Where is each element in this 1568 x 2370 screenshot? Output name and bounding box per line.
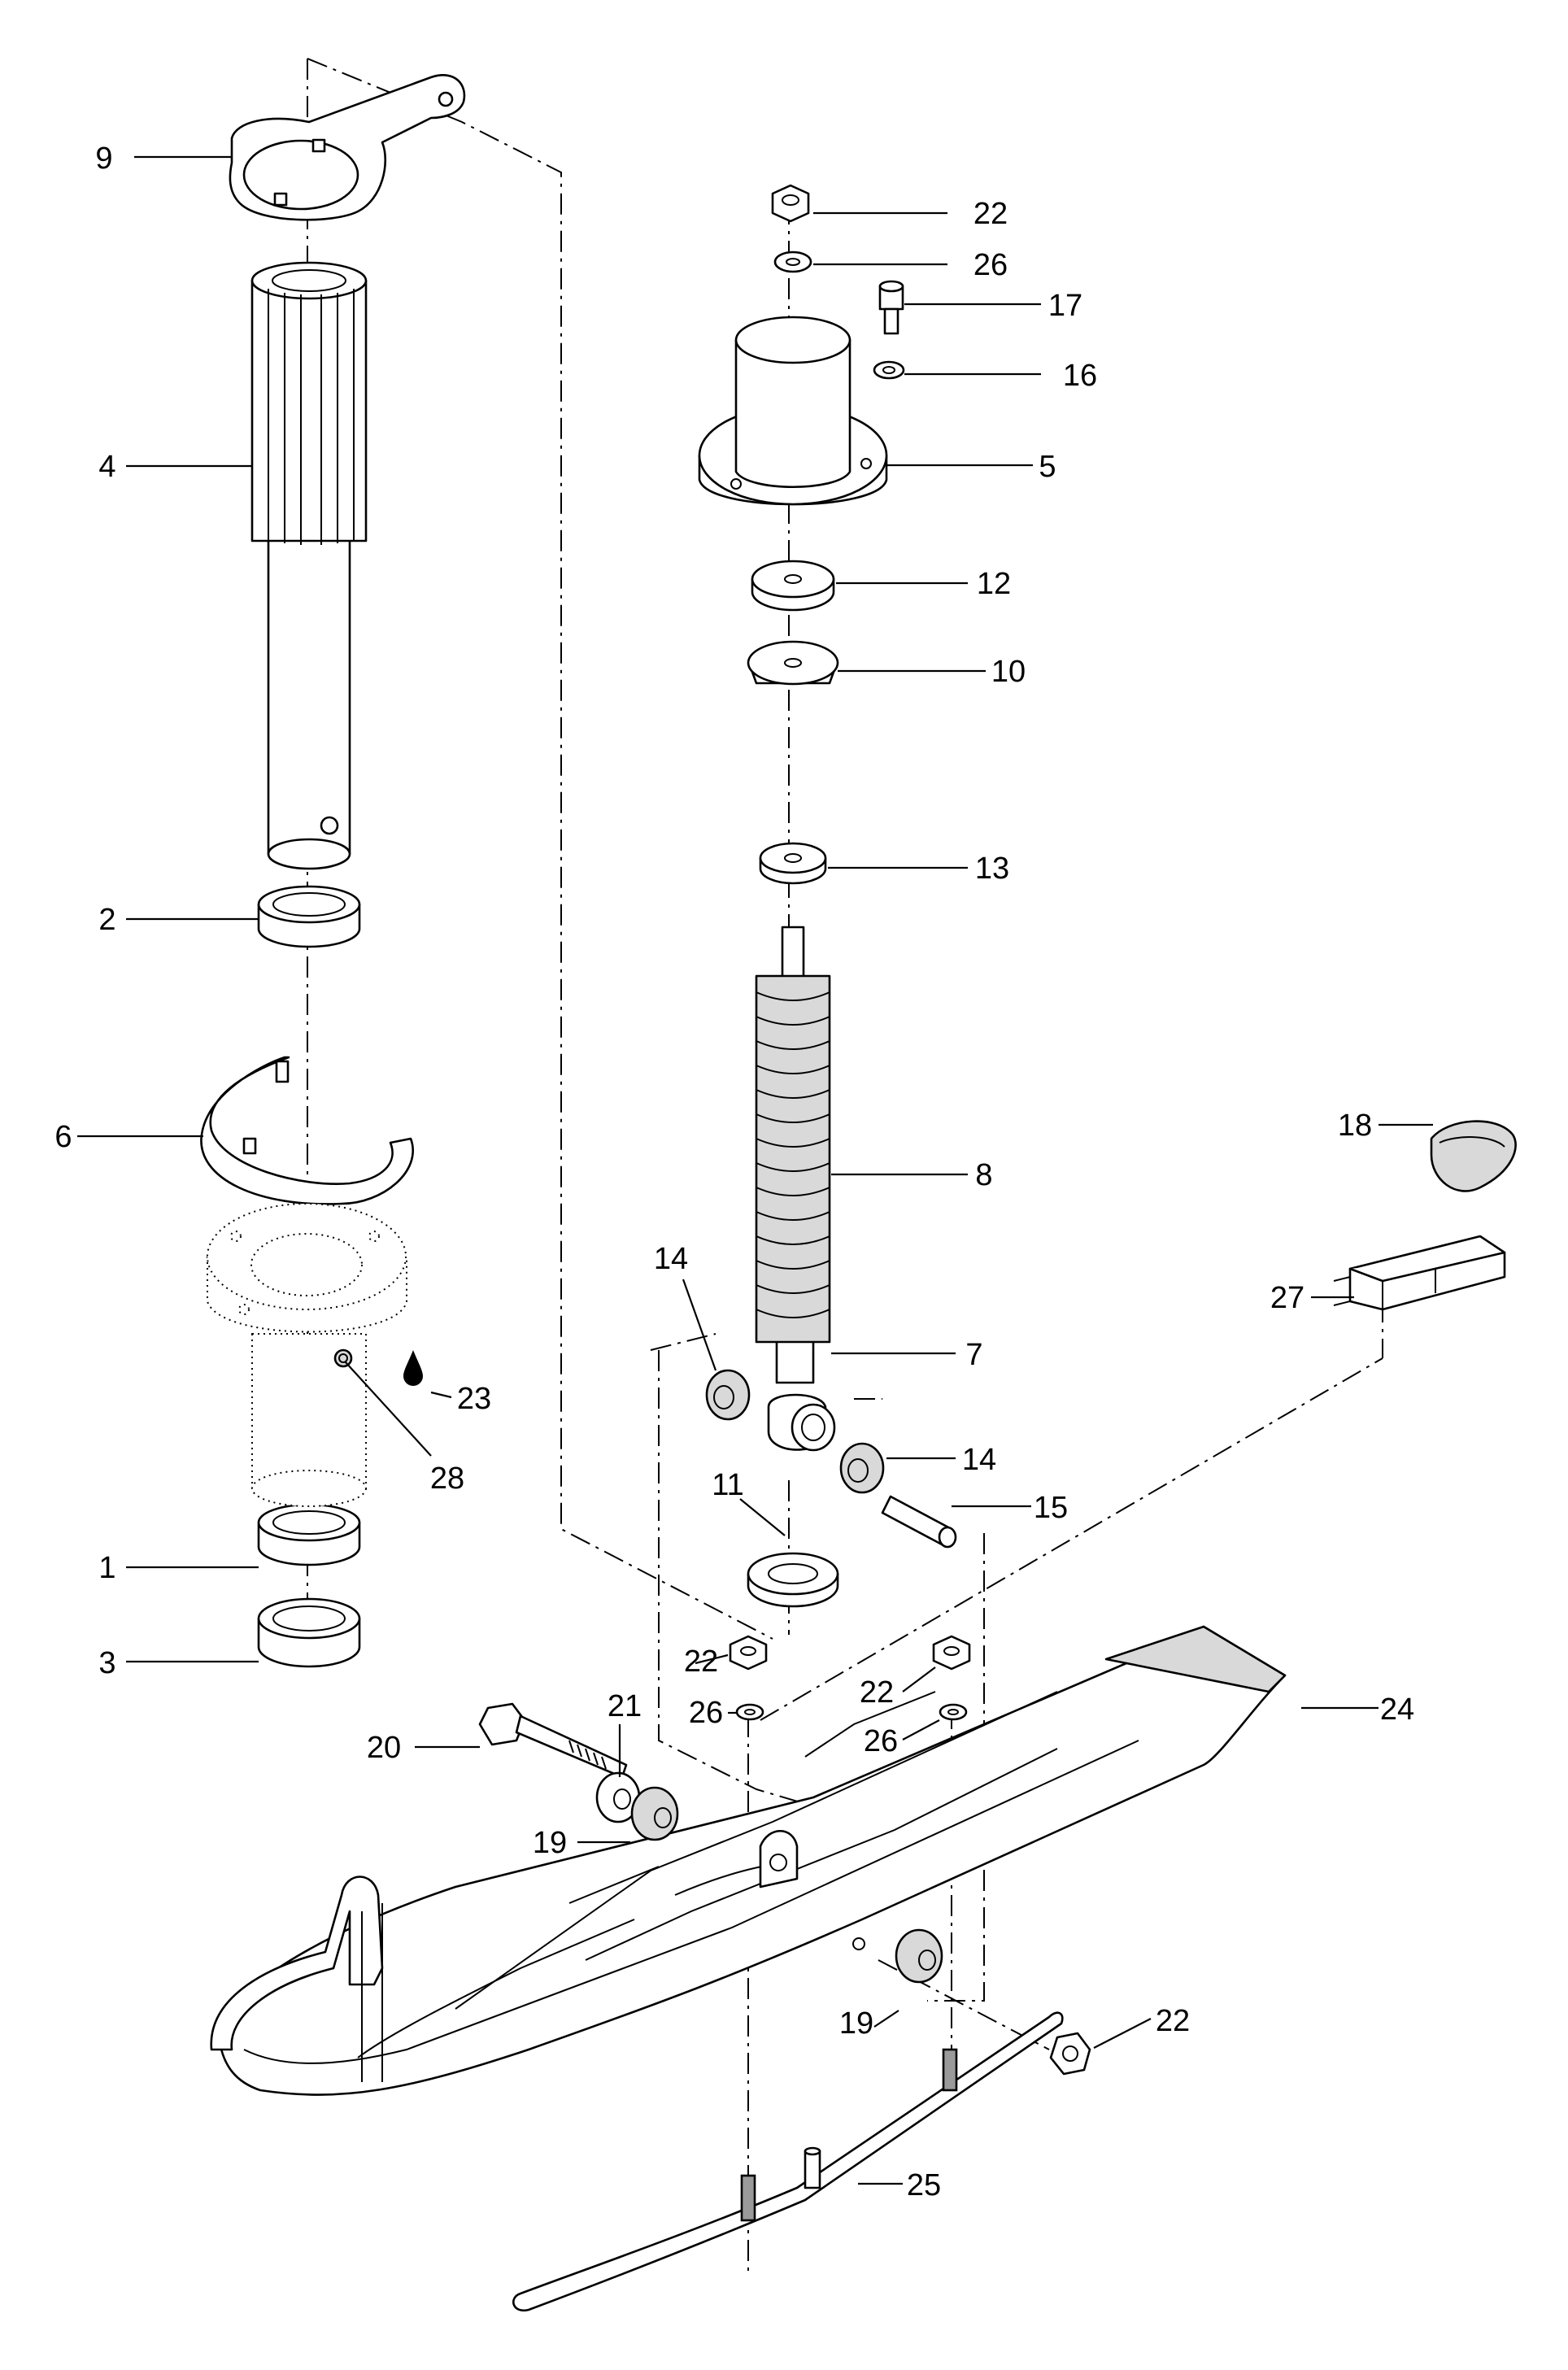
callout-4: 4 (98, 450, 115, 484)
callout-8: 8 (975, 1158, 992, 1192)
bushing-part-2 (257, 885, 361, 948)
washer-part-21 (595, 1771, 641, 1823)
washer-part-13 (759, 842, 827, 885)
callout-20: 20 (367, 1731, 401, 1765)
nut-part-22-right (932, 1635, 971, 1671)
callout-5: 5 (1039, 450, 1056, 484)
leader-lines (77, 155, 1433, 2185)
callout-24: 24 (1380, 1693, 1414, 1727)
callout-19-left: 19 (533, 1826, 567, 1860)
callout-10: 10 (991, 655, 1026, 689)
callout-27: 27 (1270, 1281, 1304, 1315)
steering-column-part-4 (250, 261, 368, 870)
bushing-part-1 (257, 1503, 361, 1566)
bushing-part-19-right (895, 1928, 943, 1984)
callout-2: 2 (98, 903, 115, 937)
callout-6: 6 (54, 1120, 72, 1154)
plate-part-27 (1333, 1235, 1506, 1311)
bushing-part-19-left (630, 1786, 679, 1841)
washer-part-26-top (773, 251, 812, 273)
callout-19-right: 19 (839, 2006, 873, 2041)
frame-housing (207, 1203, 407, 1507)
callout-26-top: 26 (973, 248, 1008, 282)
bolt-part-20 (478, 1702, 628, 1779)
callout-11: 11 (712, 1468, 743, 1502)
wear-bar-part-25 (512, 2011, 1064, 2312)
callout-17: 17 (1048, 289, 1082, 323)
callout-25: 25 (907, 2168, 941, 2202)
washer-part-26-left (735, 1703, 764, 1721)
bolt-part-17 (878, 280, 904, 335)
bushing-part-14-left (705, 1369, 751, 1421)
callout-22-right: 22 (860, 1675, 894, 1710)
grease-fitting-part-28 (333, 1348, 353, 1368)
washer-part-26-right (939, 1703, 968, 1721)
bushing-part-3 (257, 1597, 361, 1668)
shock-absorber-part-7 (767, 926, 836, 1452)
ski-part-24 (210, 1625, 1287, 2096)
callout-3: 3 (98, 1646, 115, 1680)
grease-drop-icon (403, 1350, 423, 1386)
callout-15: 15 (1034, 1491, 1068, 1525)
callout-23: 23 (457, 1382, 491, 1416)
callout-26-right: 26 (864, 1724, 898, 1758)
bushing-part-14-right (839, 1442, 885, 1494)
callout-22-left: 22 (684, 1645, 718, 1679)
steering-arm-part-9 (229, 74, 466, 221)
callout-22-top: 22 (973, 197, 1008, 231)
handle-part-18 (1430, 1120, 1517, 1192)
retaining-ring-part-6 (200, 1056, 414, 1205)
callout-28: 28 (430, 1462, 464, 1496)
callout-9: 9 (95, 142, 112, 176)
washer-part-16 (873, 360, 905, 380)
callout-22-bottom: 22 (1156, 2004, 1190, 2038)
callout-14-left: 14 (654, 1242, 688, 1276)
callout-26-left: 26 (689, 1696, 723, 1730)
nut-part-22-top (771, 184, 810, 223)
pin-part-15 (881, 1495, 957, 1549)
callout-13: 13 (975, 852, 1009, 886)
spring-part-8 (755, 974, 831, 1344)
callout-14-right: 14 (962, 1443, 996, 1477)
washer-part-11 (747, 1552, 839, 1608)
cup-part-10 (747, 640, 839, 686)
callout-1: 1 (98, 1551, 115, 1585)
washer-part-12 (751, 560, 835, 612)
callout-18: 18 (1338, 1109, 1372, 1143)
callout-16: 16 (1063, 359, 1097, 393)
nut-part-22-left (729, 1635, 768, 1671)
callout-21: 21 (608, 1689, 642, 1723)
callout-7: 7 (965, 1338, 982, 1372)
callout-12: 12 (977, 567, 1011, 601)
nut-part-22-bottom (1049, 2032, 1091, 2076)
callout-labels: 9 4 2 6 23 28 1 3 22 26 17 16 5 12 10 13… (54, 142, 1414, 2202)
shock-top-mount-part-5 (698, 316, 888, 506)
